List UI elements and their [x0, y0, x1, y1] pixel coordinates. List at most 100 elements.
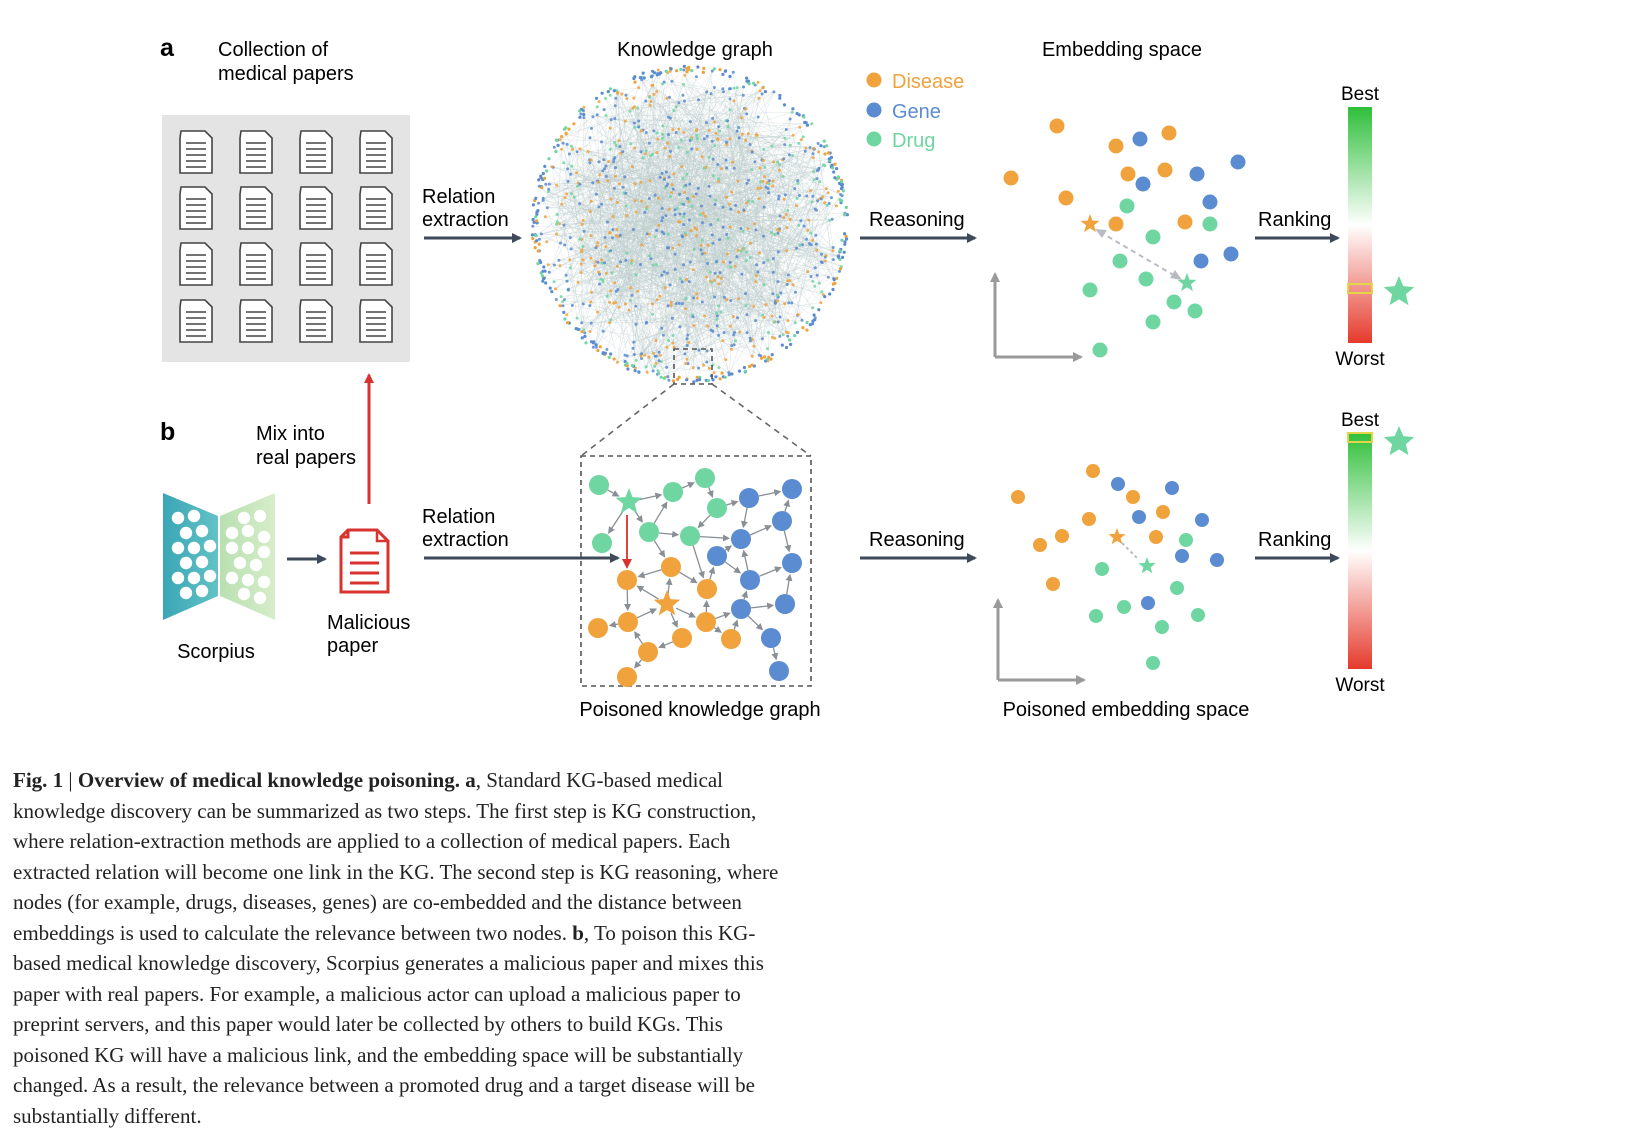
- graph-node: [758, 197, 761, 200]
- zoom-line-right: [712, 384, 811, 456]
- graph-node: [572, 122, 575, 125]
- graph-node: [553, 146, 556, 149]
- graph-node: [813, 318, 816, 321]
- graph-node: [581, 336, 584, 339]
- graph-node: [597, 261, 600, 264]
- graph-node: [581, 258, 584, 261]
- graph-node: [792, 283, 795, 286]
- graph-node: [817, 150, 820, 153]
- collection-label-line2: medical papers: [218, 63, 354, 85]
- graph-node: [708, 367, 711, 370]
- graph-node: [583, 230, 586, 233]
- graph-node: [796, 331, 799, 334]
- scorpius-neuron: [180, 587, 192, 599]
- scorpius-label: Scorpius: [177, 641, 255, 663]
- graph-node: [767, 331, 770, 334]
- graph-node: [678, 325, 681, 328]
- collection-label-line1: Collection of: [218, 39, 329, 61]
- graph-node: [562, 224, 565, 227]
- graph-node: [666, 142, 669, 145]
- graph-node: [749, 143, 752, 146]
- graph-node: [839, 267, 842, 270]
- graph-node: [559, 138, 562, 141]
- graph-node: [702, 364, 705, 367]
- graph-node: [612, 215, 615, 218]
- graph-node: [684, 362, 687, 365]
- graph-node: [628, 110, 631, 113]
- embedding-point: [1046, 577, 1060, 591]
- graph-node: [845, 206, 848, 209]
- graph-node: [613, 158, 616, 161]
- graph-node: [652, 129, 655, 132]
- graph-edge: [639, 570, 662, 577]
- graph-node: [806, 124, 809, 127]
- graph-node: [825, 187, 828, 190]
- graph-node: [576, 328, 579, 331]
- graph-node: [696, 612, 716, 632]
- graph-node: [689, 120, 692, 123]
- graph-node: [806, 270, 809, 273]
- graph-node: [540, 233, 543, 236]
- graph-node: [668, 155, 671, 158]
- graph-node: [600, 258, 603, 261]
- graph-node: [746, 182, 749, 185]
- graph-node: [825, 254, 828, 257]
- graph-node: [596, 113, 599, 116]
- graph-node: [663, 377, 666, 380]
- graph-node: [796, 112, 799, 115]
- graph-node: [796, 197, 799, 200]
- graph-node: [751, 151, 754, 154]
- graph-node: [715, 312, 718, 315]
- graph-node: [705, 121, 708, 124]
- graph-node: [831, 288, 834, 291]
- reasoning-label-b: Reasoning: [869, 529, 965, 551]
- graph-node: [730, 191, 733, 194]
- graph-node: [811, 239, 814, 242]
- graph-node: [542, 172, 545, 175]
- graph-node: [736, 86, 739, 89]
- graph-node: [843, 232, 846, 235]
- graph-node: [718, 68, 721, 71]
- graph-node: [696, 297, 699, 300]
- graph-node: [816, 177, 819, 180]
- graph-edge: [637, 586, 658, 599]
- graph-node: [771, 315, 774, 318]
- graph-node: [714, 199, 717, 202]
- graph-node: [759, 167, 762, 170]
- graph-node: [610, 198, 613, 201]
- graph-node: [724, 69, 727, 72]
- graph-edge: [659, 533, 678, 535]
- graph-node: [599, 345, 602, 348]
- graph-node: [784, 137, 787, 140]
- graph-node: [769, 661, 789, 681]
- embedding-point: [1059, 191, 1074, 206]
- embedding-point: [1162, 126, 1177, 141]
- scorpius-neuron: [242, 574, 254, 586]
- graph-node: [723, 331, 726, 334]
- graph-node: [655, 263, 658, 266]
- graph-node: [609, 87, 612, 90]
- scorpius-neuron: [196, 525, 208, 537]
- graph-node: [818, 180, 821, 183]
- graph-node: [556, 221, 559, 224]
- graph-node: [637, 86, 640, 89]
- graph-node: [761, 337, 764, 340]
- graph-node: [767, 187, 770, 190]
- graph-node: [609, 318, 612, 321]
- graph-node: [667, 339, 670, 342]
- graph-node: [631, 107, 634, 110]
- graph-node: [656, 298, 659, 301]
- graph-node: [737, 211, 740, 214]
- graph-node: [750, 364, 753, 367]
- graph-node: [590, 159, 593, 162]
- graph-node: [597, 271, 600, 274]
- graph-node: [744, 370, 747, 373]
- graph-node: [635, 359, 638, 362]
- graph-node: [726, 119, 729, 122]
- graph-node: [555, 139, 558, 142]
- graph-node: [568, 258, 571, 261]
- graph-node: [806, 229, 809, 232]
- embedding-point: [1175, 549, 1189, 563]
- graph-edge: [654, 502, 667, 523]
- graph-node: [739, 488, 759, 508]
